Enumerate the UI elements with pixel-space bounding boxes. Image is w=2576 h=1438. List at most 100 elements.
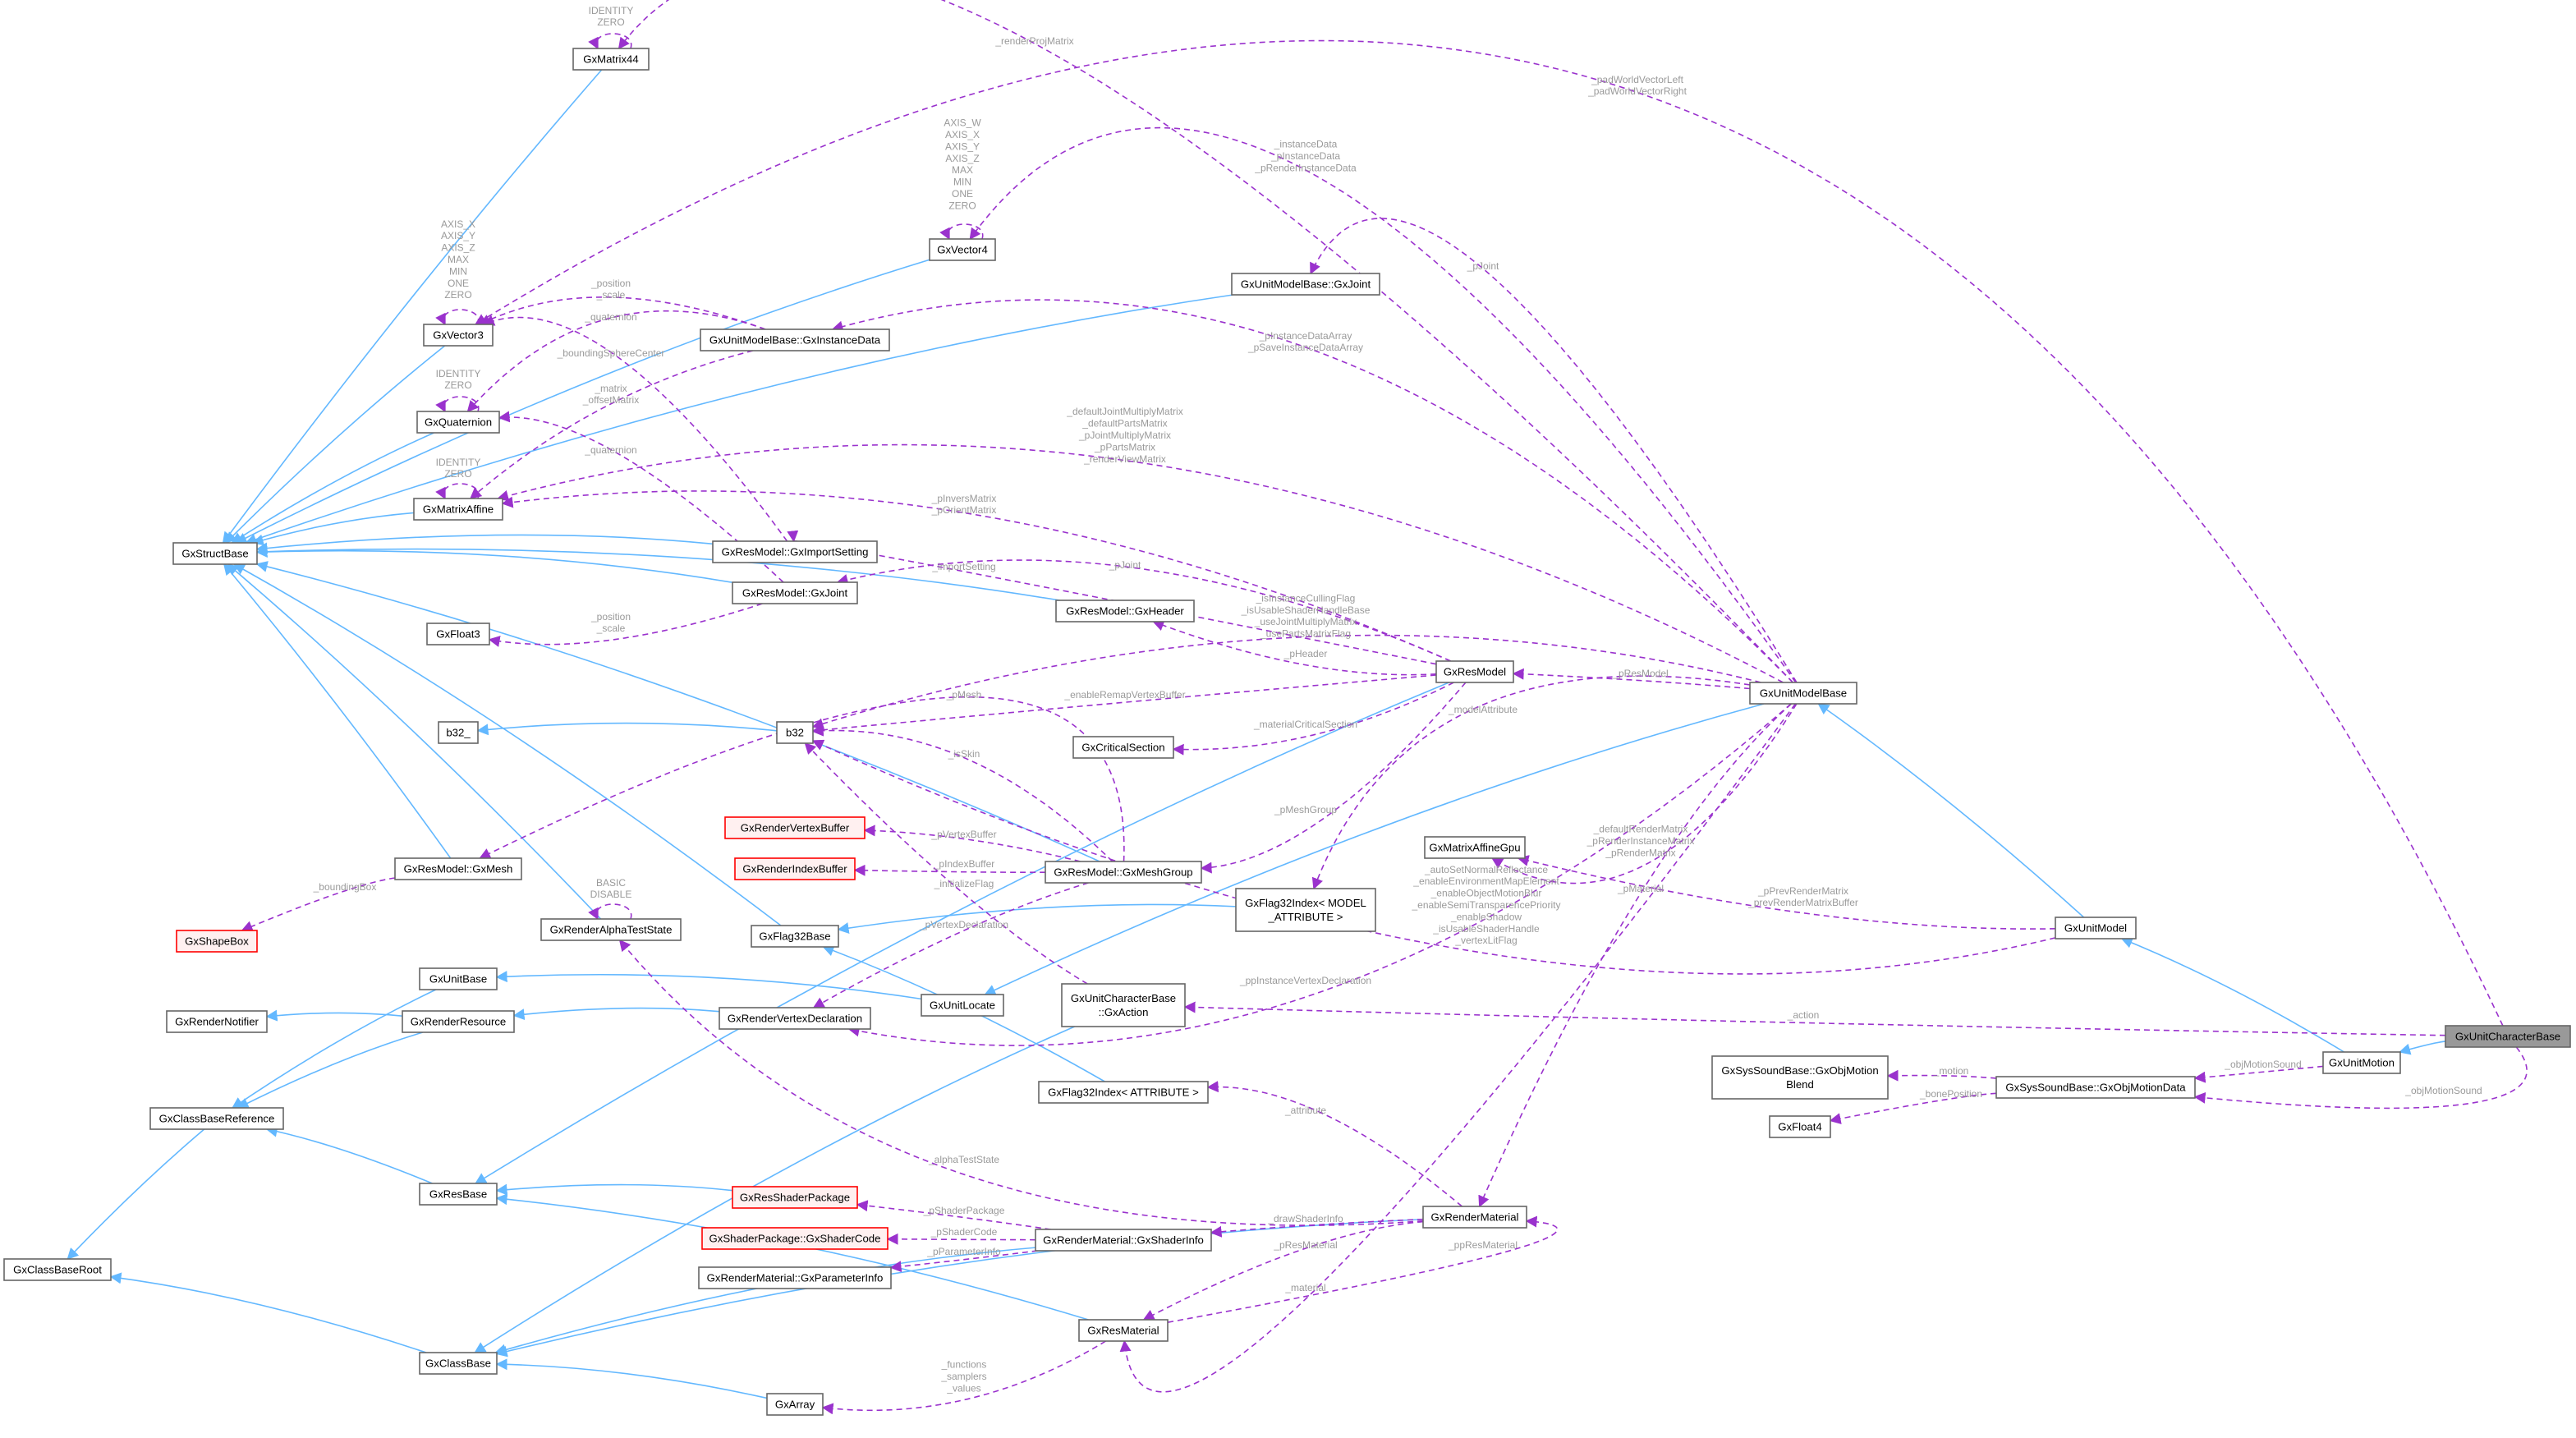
- class-box: [732, 581, 858, 604]
- class-box: [1422, 1206, 1527, 1229]
- class-name: GxCriticalSection: [1081, 742, 1164, 754]
- class-node-gxunitcharacterbase-gxaction[interactable]: GxUnitCharacterBase::GxAction: [1061, 983, 1186, 1027]
- edge-label-line: _matrix: [594, 383, 627, 394]
- class-node-gxflag32base[interactable]: GxFlag32Base: [751, 925, 839, 948]
- usage-edge-gxunitmodelbase-to-gxmatrixaffine: [497, 443, 1784, 683]
- class-node-gxrendermaterial-gxparameterinfo[interactable]: GxRenderMaterial::GxParameterInfo: [698, 1266, 892, 1289]
- class-name: GxUnitCharacterBase::GxAction: [1071, 992, 1176, 1018]
- inheritance-edge-gxrendervertexdeclaration-to-gxrenderresource: [512, 1007, 720, 1021]
- edge-label: _pParameterInfo: [926, 1246, 1001, 1257]
- class-box: [766, 1393, 824, 1416]
- class-node-gxcriticalsection[interactable]: GxCriticalSection: [1072, 736, 1174, 759]
- class-node-b32[interactable]: b32: [776, 721, 814, 744]
- class-node-gxrenderresource[interactable]: GxRenderResource: [402, 1010, 515, 1033]
- class-node-gxarray[interactable]: GxArray: [766, 1393, 824, 1416]
- edge-label-line: _ppInstanceVertexDeclaration: [1239, 975, 1371, 986]
- class-node-gxresmodel[interactable]: GxResModel: [1435, 660, 1514, 683]
- class-node-gxunitmodel[interactable]: GxUnitModel: [2055, 917, 2137, 940]
- class-node-gxflag32index-model-attribute[interactable]: GxFlag32Index< MODEL_ATTRIBUTE >: [1235, 888, 1376, 932]
- class-node-gxresmodel-gxmeshgroup[interactable]: GxResModel::GxMeshGroup: [1045, 861, 1202, 884]
- class-name-line: GxQuaternion: [425, 416, 492, 429]
- usage-edge-gxrendermaterial-to-gxrenderalphateststate: [618, 939, 1424, 1226]
- class-box: [724, 816, 866, 839]
- class-node-gxresmodel-gxheader[interactable]: GxResModel::GxHeader: [1055, 600, 1195, 623]
- edge-label-line: _pJoint: [1109, 559, 1141, 571]
- class-box: [172, 542, 258, 565]
- class-node-gxunitcharacterbase[interactable]: GxUnitCharacterBase: [2445, 1025, 2571, 1048]
- class-box: [438, 721, 479, 744]
- class-node-gxmatrixaffinegpu[interactable]: GxMatrixAffineGpu: [1424, 836, 1526, 859]
- class-node-gxquaternion[interactable]: GxQuaternion: [416, 411, 500, 434]
- usage-edge-gxunitmodelbase-to-gxrendermaterial: [1478, 703, 1793, 1208]
- class-node-gxrenderindexbuffer[interactable]: GxRenderIndexBuffer: [734, 857, 856, 880]
- class-box: [426, 623, 490, 645]
- class-node-b32[interactable]: b32_: [438, 721, 479, 744]
- edge-label-line: _drawShaderInfo: [1267, 1213, 1343, 1224]
- class-node-gxunitmodelbase-gxinstancedata[interactable]: GxUnitModelBase::GxInstanceData: [700, 328, 890, 351]
- inheritance-edge-gxflag32base-to-gxstructbase: [232, 563, 782, 926]
- usage-edge-gxresmodel-gxmeshgroup-to-b32: [811, 724, 1114, 862]
- usage-edge-gxunitcharacterbase-gxaction-to-b32: [804, 742, 1088, 985]
- usage-edge-gxrendermaterial-to-gxresmaterial: [1142, 1220, 1424, 1321]
- edge-label: _instanceData_pInstanceData_pRenderInsta…: [1254, 139, 1357, 174]
- class-node-gxunitbase[interactable]: GxUnitBase: [419, 967, 498, 990]
- class-name: b32_: [446, 727, 471, 739]
- class-name-line: GxUnitModelBase::GxInstanceData: [709, 334, 881, 347]
- edge-label-line: _pShaderCode: [930, 1226, 998, 1238]
- class-node-gxunitmotion[interactable]: GxUnitMotion: [2322, 1051, 2401, 1074]
- class-box: [1424, 836, 1526, 859]
- class-node-gxshaderpackage-gxshadercode[interactable]: GxShaderPackage::GxShaderCode: [701, 1227, 889, 1250]
- class-name: GxStructBase: [181, 548, 248, 560]
- class-node-gxrendermaterial[interactable]: GxRenderMaterial: [1422, 1206, 1527, 1229]
- class-node-gxmatrixaffine[interactable]: GxMatrixAffine: [413, 498, 503, 521]
- usage-edge-gxunitmodelbase-to-gxmatrix44: [618, 0, 1793, 683]
- class-node-gxrendernotifier[interactable]: GxRenderNotifier: [166, 1010, 268, 1033]
- edge-label-line: ZERO: [597, 16, 624, 28]
- class-node-gxunitmodelbase-gxjoint[interactable]: GxUnitModelBase::GxJoint: [1231, 273, 1380, 296]
- class-node-gxsyssoundbase-gxobjmotiondata[interactable]: GxSysSoundBase::GxObjMotionData: [1995, 1076, 2196, 1099]
- class-box: [402, 1010, 515, 1033]
- class-node-gxfloat3[interactable]: GxFloat3: [426, 623, 490, 645]
- class-name: GxRenderResource: [411, 1016, 507, 1028]
- class-node-gxresmodel-gxjoint[interactable]: GxResModel::GxJoint: [732, 581, 858, 604]
- class-node-gxunitmodelbase[interactable]: GxUnitModelBase: [1749, 682, 1857, 705]
- edge-label-line: MIN: [953, 177, 971, 188]
- edge-label-line: _pVertexDeclaration: [919, 919, 1008, 930]
- edge-label-line: _isSkin: [948, 748, 980, 760]
- class-node-gxclassbase[interactable]: GxClassBase: [419, 1352, 498, 1375]
- class-node-gxrendermaterial-gxshaderinfo[interactable]: GxRenderMaterial::GxShaderInfo: [1035, 1229, 1212, 1252]
- class-box: [166, 1010, 268, 1033]
- class-box: [1061, 983, 1186, 1027]
- class-node-gxrendervertexdeclaration[interactable]: GxRenderVertexDeclaration: [719, 1007, 871, 1030]
- class-node-gxvector4[interactable]: GxVector4: [929, 238, 996, 261]
- edge-label-line: _pInstanceDataArray: [1259, 330, 1352, 342]
- class-name-line: GxFlag32Index< ATTRIBUTE >: [1048, 1087, 1199, 1099]
- class-box: [1078, 1319, 1169, 1342]
- edge-label: _pInstanceDataArray_pSaveInstanceDataArr…: [1247, 330, 1363, 353]
- class-node-gxresbase[interactable]: GxResBase: [419, 1183, 498, 1206]
- class-node-gxunitlocate[interactable]: GxUnitLocate: [921, 994, 1004, 1017]
- class-node-gxstructbase[interactable]: GxStructBase: [172, 542, 258, 565]
- class-node-gxresshaderpackage[interactable]: GxResShaderPackage: [732, 1186, 858, 1209]
- class-node-gxmatrix44[interactable]: GxMatrix44: [572, 48, 650, 71]
- class-node-gxresmodel-gxmesh[interactable]: GxResModel::GxMesh: [394, 857, 522, 880]
- edge-label: _renderProjMatrix: [994, 35, 1073, 47]
- class-name: GxUnitMotion: [2329, 1057, 2395, 1069]
- edge-label: _enableRemapVertexBuffer: [1063, 689, 1185, 701]
- class-name: GxMatrixAffine: [423, 503, 494, 516]
- usage-edge-gxresmaterial-to-gxrendermaterial: [1167, 1215, 1559, 1323]
- usage-edge-gxrendermaterial-gxshaderinfo-to-gxrendermaterial-gxparameterinfo: [889, 1250, 1038, 1273]
- class-node-gxclassbasereference[interactable]: GxClassBaseReference: [149, 1107, 284, 1130]
- class-node-gxrendervertexbuffer[interactable]: GxRenderVertexBuffer: [724, 816, 866, 839]
- class-name: GxUnitBase: [429, 973, 487, 985]
- class-box: [1055, 600, 1195, 623]
- class-node-gxresmaterial[interactable]: GxResMaterial: [1078, 1319, 1169, 1342]
- class-node-gxrenderalphateststate[interactable]: GxRenderAlphaTestState: [540, 918, 682, 941]
- class-node-gxflag32index-attribute[interactable]: GxFlag32Index< ATTRIBUTE >: [1038, 1081, 1209, 1104]
- class-node-gxclassbaseroot[interactable]: GxClassBaseRoot: [3, 1258, 112, 1281]
- class-node-gxshapebox[interactable]: GxShapeBox: [176, 930, 258, 953]
- class-node-gxvector3[interactable]: GxVector3: [423, 324, 494, 347]
- class-node-gxresmodel-gximportsetting[interactable]: GxResModel::GxImportSetting: [712, 540, 878, 563]
- class-node-gxfloat4[interactable]: GxFloat4: [1769, 1115, 1831, 1138]
